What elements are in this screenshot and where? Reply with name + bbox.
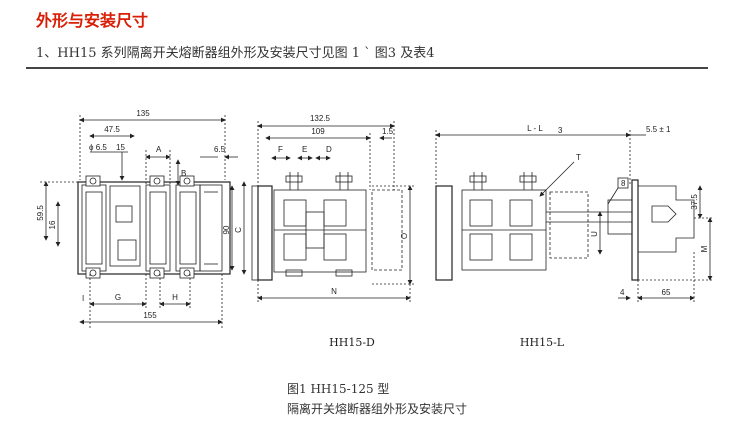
dim-4: 4 [620,288,625,297]
dim-d: D [326,145,332,154]
side-view-d [251,121,414,304]
dim-109: 109 [311,127,325,136]
dim-o: O [400,233,409,239]
dim-h: H [172,293,178,302]
dim-l3-sub: 3 [558,126,563,135]
side-view-l [435,130,714,304]
dim-l-l3: L - L [527,124,543,133]
dim-t: T [576,153,581,162]
dim-a: A [156,145,162,154]
dim-n: N [331,287,337,296]
figure-caption: 图1 HH15-125 型 [287,382,390,396]
dim-135: 135 [136,109,150,118]
label-hh15-l: HH15-L [520,336,565,349]
section-title: 外形与安装尺寸 [36,11,149,30]
front-view-labels: 135 47.5 ϕ 6.5 15 A B 6.5 59.5 16 90 C I… [36,109,243,320]
side-view-l-labels: L - L 3 5.5 ± 1 T U 8 37.5 M 4 65 HH15-L [520,124,709,349]
dim-u: U [590,231,599,237]
divider [26,67,708,69]
dim-1-5: 1.5 [382,127,394,136]
dim-8: 8 [621,179,626,188]
dim-15: 15 [116,143,125,152]
dim-f: F [278,145,283,154]
dim-g: G [115,293,121,302]
dim-47-5: 47.5 [104,125,120,134]
dim-16: 16 [48,220,57,229]
dim-6-5: 6.5 [214,145,226,154]
dim-c: C [234,227,243,233]
dim-phi: ϕ 6.5 [89,143,107,152]
side-view-d-labels: 132.5 109 1.5 F E D O N HH15-D [278,114,409,349]
dim-e: E [302,145,307,154]
dim-5-5: 5.5 ± 1 [646,125,671,134]
dim-65: 65 [662,288,671,297]
label-hh15-d: HH15-D [329,336,375,349]
dim-i: I [82,294,84,303]
dim-132-5: 132.5 [310,114,331,123]
dim-b: B [181,169,186,178]
dim-90: 90 [222,225,231,234]
dim-155: 155 [143,311,157,320]
figure-subcaption: 隔离开关熔断器组外形及安装尺寸 [287,402,468,416]
dim-59-5: 59.5 [36,205,45,221]
dim-37-5: 37.5 [690,194,699,210]
dim-m: M [700,245,709,252]
front-view [40,115,247,330]
intro-paragraph: 1、HH15 系列隔离开关熔断器组外形及安装尺寸见图 1 ` 图3 及表4 [36,46,435,61]
